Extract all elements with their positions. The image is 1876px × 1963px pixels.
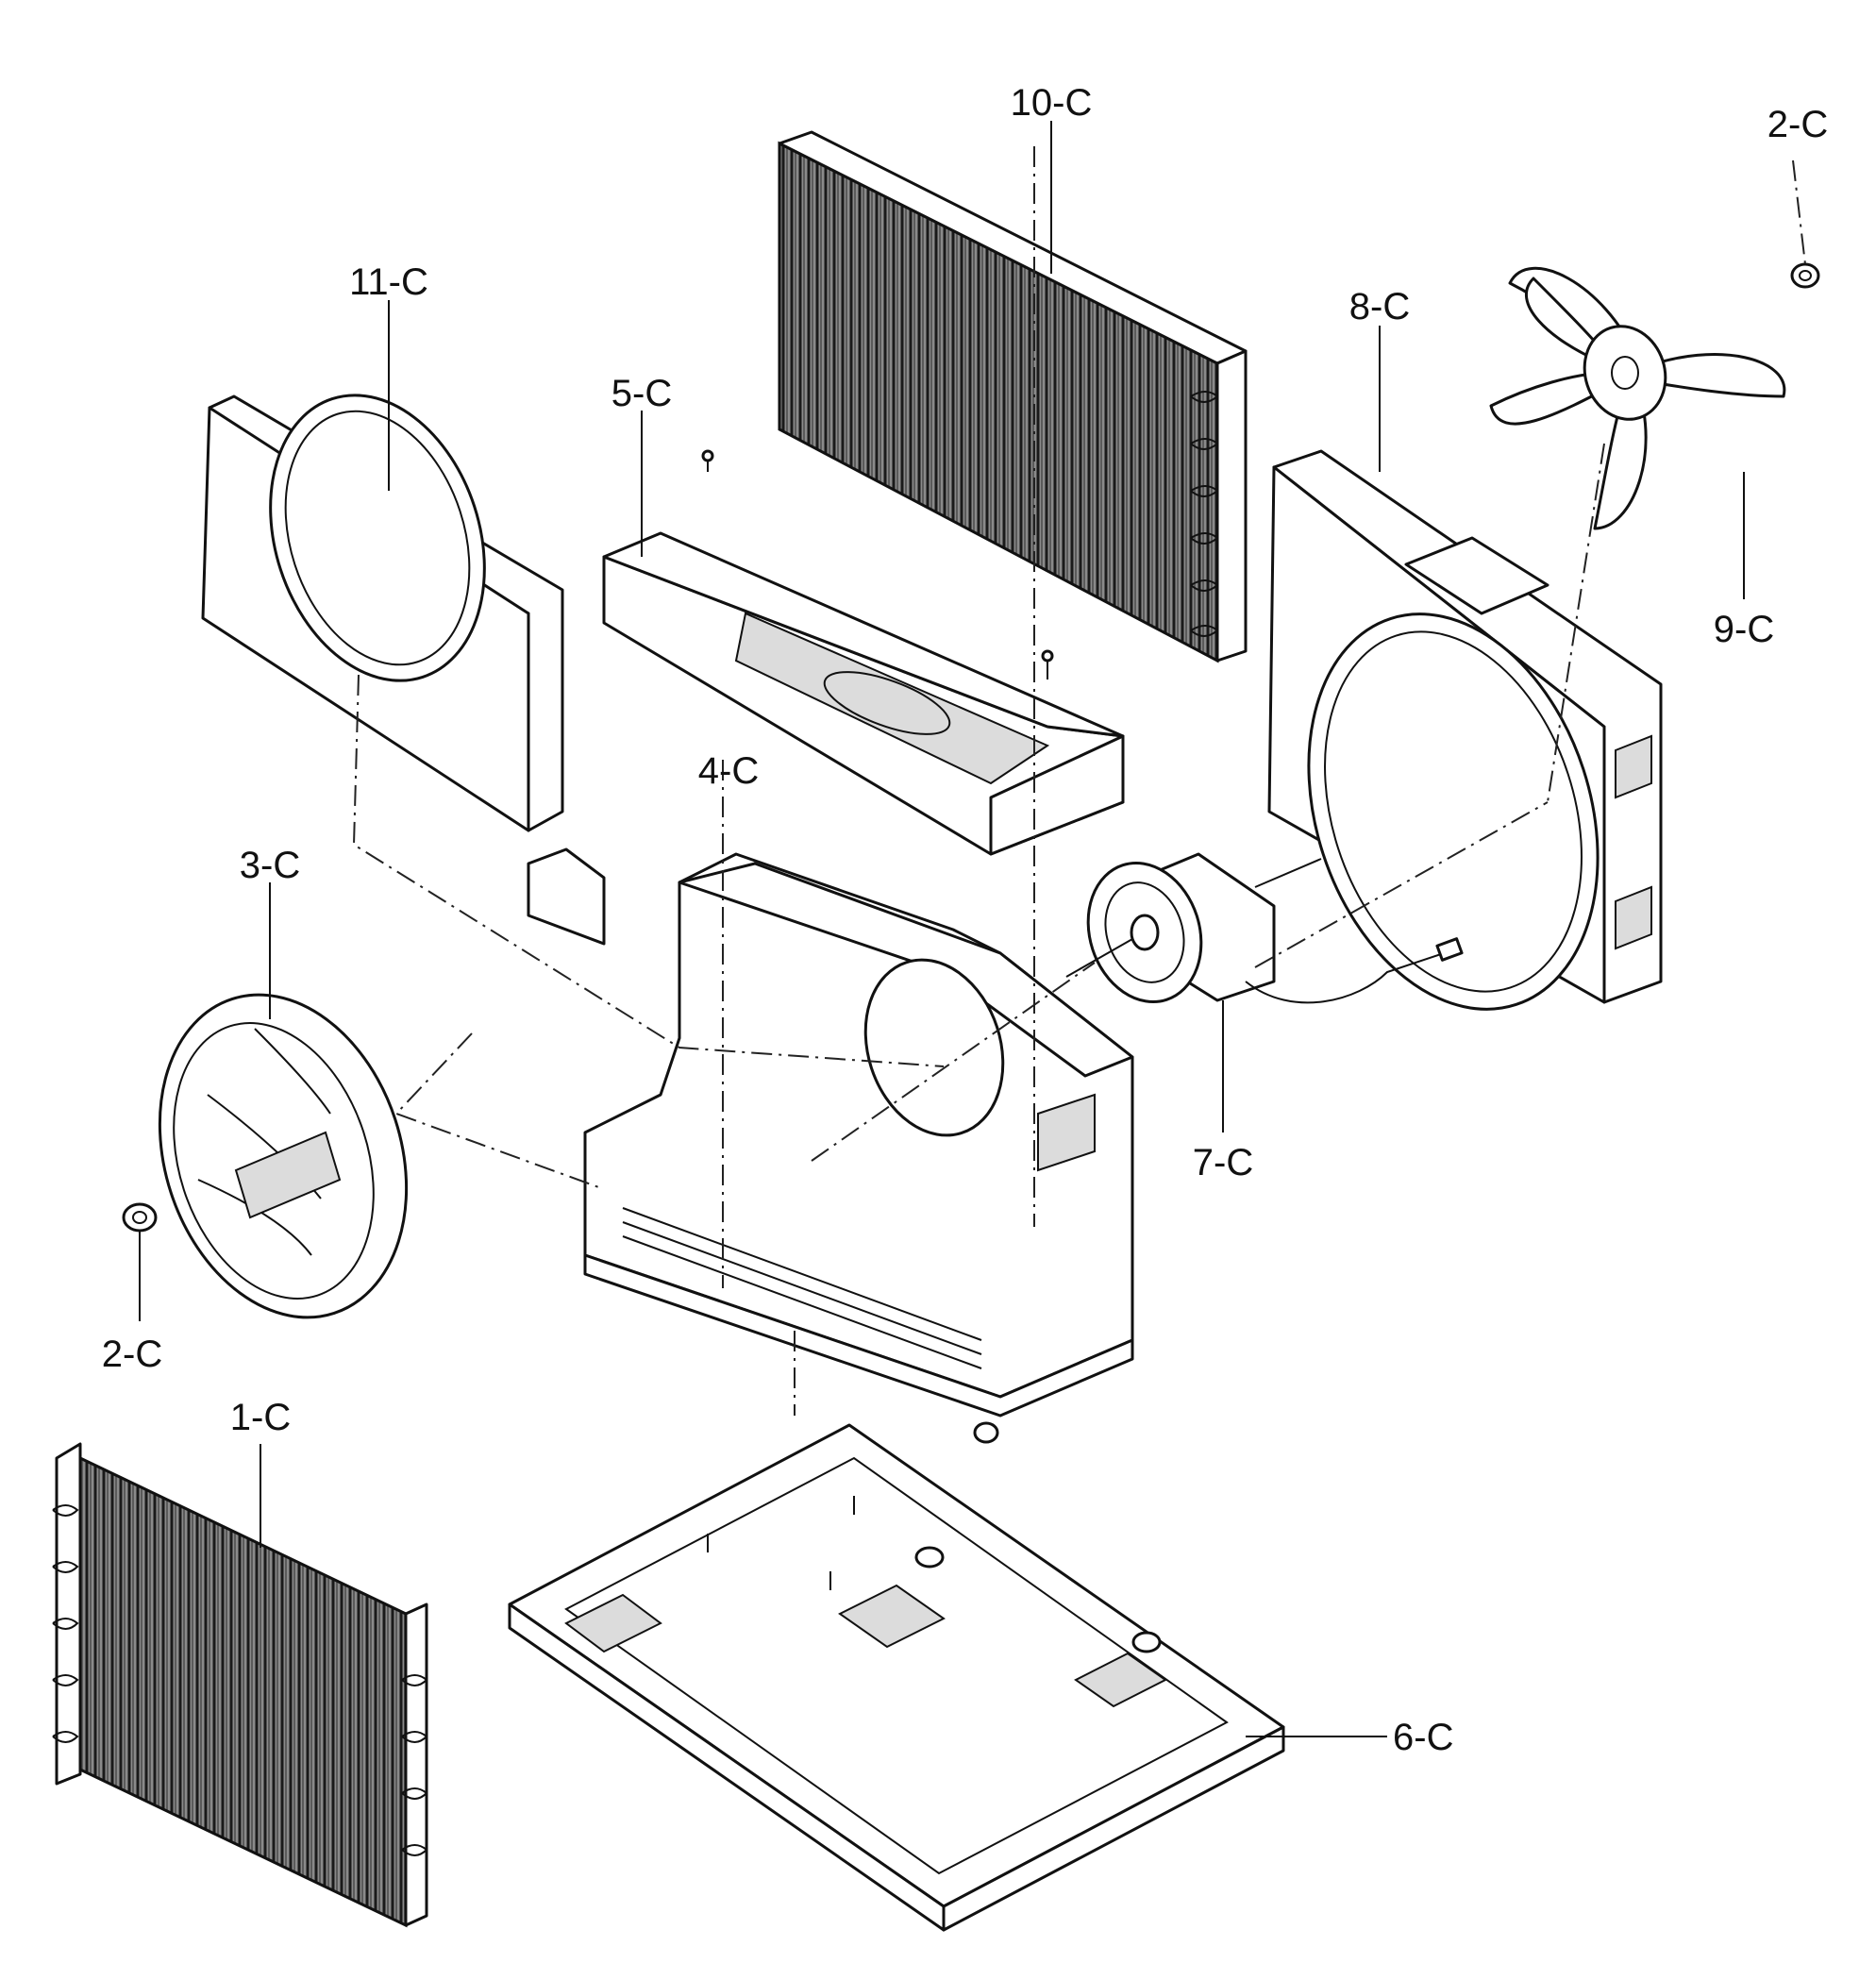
front-shroud-part xyxy=(201,394,564,832)
label-9-c: 9-C xyxy=(1714,609,1774,650)
label-2-c-top: 2-C xyxy=(1767,104,1828,145)
label-3-c: 3-C xyxy=(240,845,300,886)
callout-leaders xyxy=(139,121,1745,1737)
blower-housing-part xyxy=(527,847,1134,1418)
label-1-c: 1-C xyxy=(230,1397,291,1438)
label-2-c-bottom: 2-C xyxy=(102,1334,162,1375)
alignment-lines xyxy=(352,146,1806,1416)
condenser-coil-part xyxy=(778,130,1248,663)
label-11-c: 11-C xyxy=(349,261,428,303)
label-4-c: 4-C xyxy=(698,750,759,792)
fan-motor-part xyxy=(1065,852,1464,1004)
label-8-c: 8-C xyxy=(1349,286,1410,327)
outdoor-shroud-part xyxy=(1267,449,1663,1011)
label-6-c: 6-C xyxy=(1393,1717,1453,1758)
label-7-c: 7-C xyxy=(1193,1142,1253,1183)
base-pan-part xyxy=(508,1421,1285,1932)
blower-wheel-part xyxy=(158,993,409,1319)
label-5-c: 5-C xyxy=(611,373,672,414)
label-10-c: 10-C xyxy=(1011,82,1093,124)
fan-nut-part xyxy=(1790,262,1820,289)
blower-nut-part xyxy=(122,1202,158,1233)
evaporator-coil-part xyxy=(52,1442,428,1928)
callout-labels: 10-C 2-C 11-C 8-C 5-C 9-C 4-C 3-C 7-C 2-… xyxy=(102,82,1828,1758)
outdoor-fan-blade-part xyxy=(1489,266,1786,530)
drain-tray-part xyxy=(602,449,1125,856)
